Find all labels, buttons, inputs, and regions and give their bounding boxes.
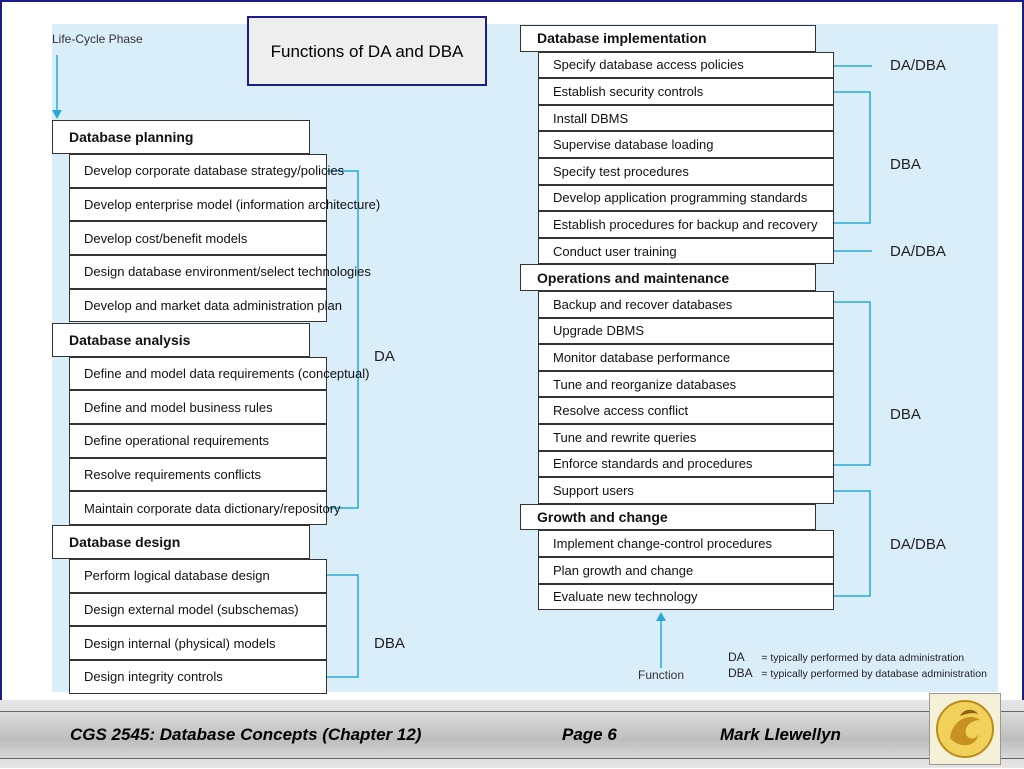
role-label-dba: DBA [374, 635, 405, 652]
slide-title: Functions of DA and DBA [247, 16, 487, 86]
phase-heading: Database design [52, 525, 310, 559]
task-item: Conduct user training [538, 237, 834, 265]
task-item: Resolve requirements conflicts [69, 457, 327, 492]
task-item: Backup and recover databases [538, 291, 834, 318]
task-item: Maintain corporate data dictionary/repos… [69, 491, 341, 525]
function-label: Function [638, 668, 685, 682]
task-item: Develop application programming standard… [538, 184, 834, 212]
task-item: Tune and reorganize databases [538, 370, 834, 398]
task-item: Implement change-control procedures [538, 530, 834, 557]
ucf-pegasus-logo-icon [929, 693, 1001, 765]
task-item: Monitor database performance [538, 344, 834, 371]
legend-dba: DBA = typically performed by database ad… [728, 666, 987, 680]
task-item: Define operational requirements [69, 423, 327, 458]
phase-heading: Database analysis [52, 322, 310, 357]
task-item: Define and model business rules [69, 390, 327, 424]
task-item: Upgrade DBMS [538, 317, 834, 345]
task-item: Specify test procedures [538, 158, 834, 185]
role-label-da-dba: DA/DBA [890, 57, 946, 74]
legend-abbr: DA [728, 650, 745, 664]
footer-author: Mark Llewellyn [720, 725, 841, 744]
legend-text: = typically performed by data administra… [761, 652, 965, 664]
task-item: Tune and rewrite queries [538, 424, 834, 451]
task-item: Install DBMS [538, 104, 834, 132]
footer-course: CGS 2545: Database Concepts (Chapter 12) [70, 725, 422, 744]
task-item: Perform logical database design [69, 559, 327, 593]
task-item: Establish security controls [538, 78, 834, 105]
task-item: Specify database access policies [538, 51, 834, 79]
footer-page-number: Page 6 [562, 725, 617, 744]
task-item: Design external model (subschemas) [69, 592, 327, 627]
task-item: Enforce standards and procedures [538, 450, 834, 478]
task-item: Develop and market data administration p… [69, 288, 342, 323]
task-item: Develop cost/benefit models [69, 221, 327, 256]
role-label-dba: DBA [890, 406, 921, 423]
phase-heading: Growth and change [520, 503, 816, 531]
task-item: Support users [538, 477, 834, 504]
phase-heading: Operations and maintenance [520, 264, 816, 291]
phase-heading: Database implementation [520, 25, 816, 52]
task-item: Evaluate new technology [538, 583, 834, 611]
task-item: Supervise database loading [538, 131, 834, 158]
task-item: Develop corporate database strategy/poli… [69, 154, 344, 188]
phase-heading: Database planning [52, 120, 310, 154]
legend-abbr: DBA [728, 666, 753, 680]
task-item: Design internal (physical) models [69, 626, 327, 661]
task-item: Design database environment/select techn… [69, 255, 371, 289]
lifecycle-phase-label: Life-Cycle Phase [52, 32, 143, 46]
role-label-da-dba: DA/DBA [890, 243, 946, 260]
task-item: Define and model data requirements (conc… [69, 356, 369, 391]
role-label-da-dba: DA/DBA [890, 536, 946, 553]
task-item: Design integrity controls [69, 660, 327, 694]
legend-text: = typically performed by database admini… [761, 668, 987, 680]
role-label-dba: DBA [890, 156, 921, 173]
footer-band [0, 711, 1024, 759]
task-item: Develop enterprise model (information ar… [69, 187, 380, 222]
task-item: Plan growth and change [538, 557, 834, 584]
task-item: Resolve access conflict [538, 397, 834, 424]
task-item: Establish procedures for backup and reco… [538, 211, 834, 238]
legend-da: DA = typically performed by data adminis… [728, 650, 964, 664]
role-label-da: DA [374, 348, 395, 365]
